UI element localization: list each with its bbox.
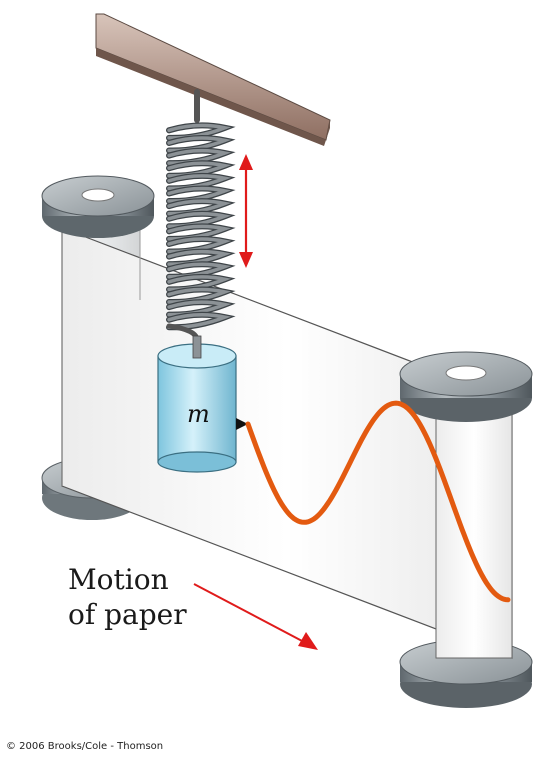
- motion-label-line2: of paper: [68, 598, 187, 631]
- sinusoidal-trace: [245, 400, 511, 603]
- ceiling-bar-icon: [95, 13, 331, 146]
- oscillation-arrow: [239, 154, 253, 268]
- spring-icon: [166, 89, 236, 343]
- spring-coil-highlight: [167, 313, 232, 330]
- paper-motion-arrow: [193, 583, 318, 650]
- paper-tape: [61, 216, 513, 659]
- copyright-notice: © 2006 Brooks/Cole - Thomson: [6, 741, 164, 752]
- hanging-mass-icon: [157, 335, 237, 473]
- motion-of-paper-label: Motion of paper: [68, 562, 187, 632]
- mass-label: m: [187, 400, 210, 428]
- left-roller-top: [41, 175, 155, 238]
- pen-tip-icon: [236, 418, 248, 430]
- motion-label-line1: Motion: [68, 563, 169, 596]
- right-roller-top: [399, 351, 533, 422]
